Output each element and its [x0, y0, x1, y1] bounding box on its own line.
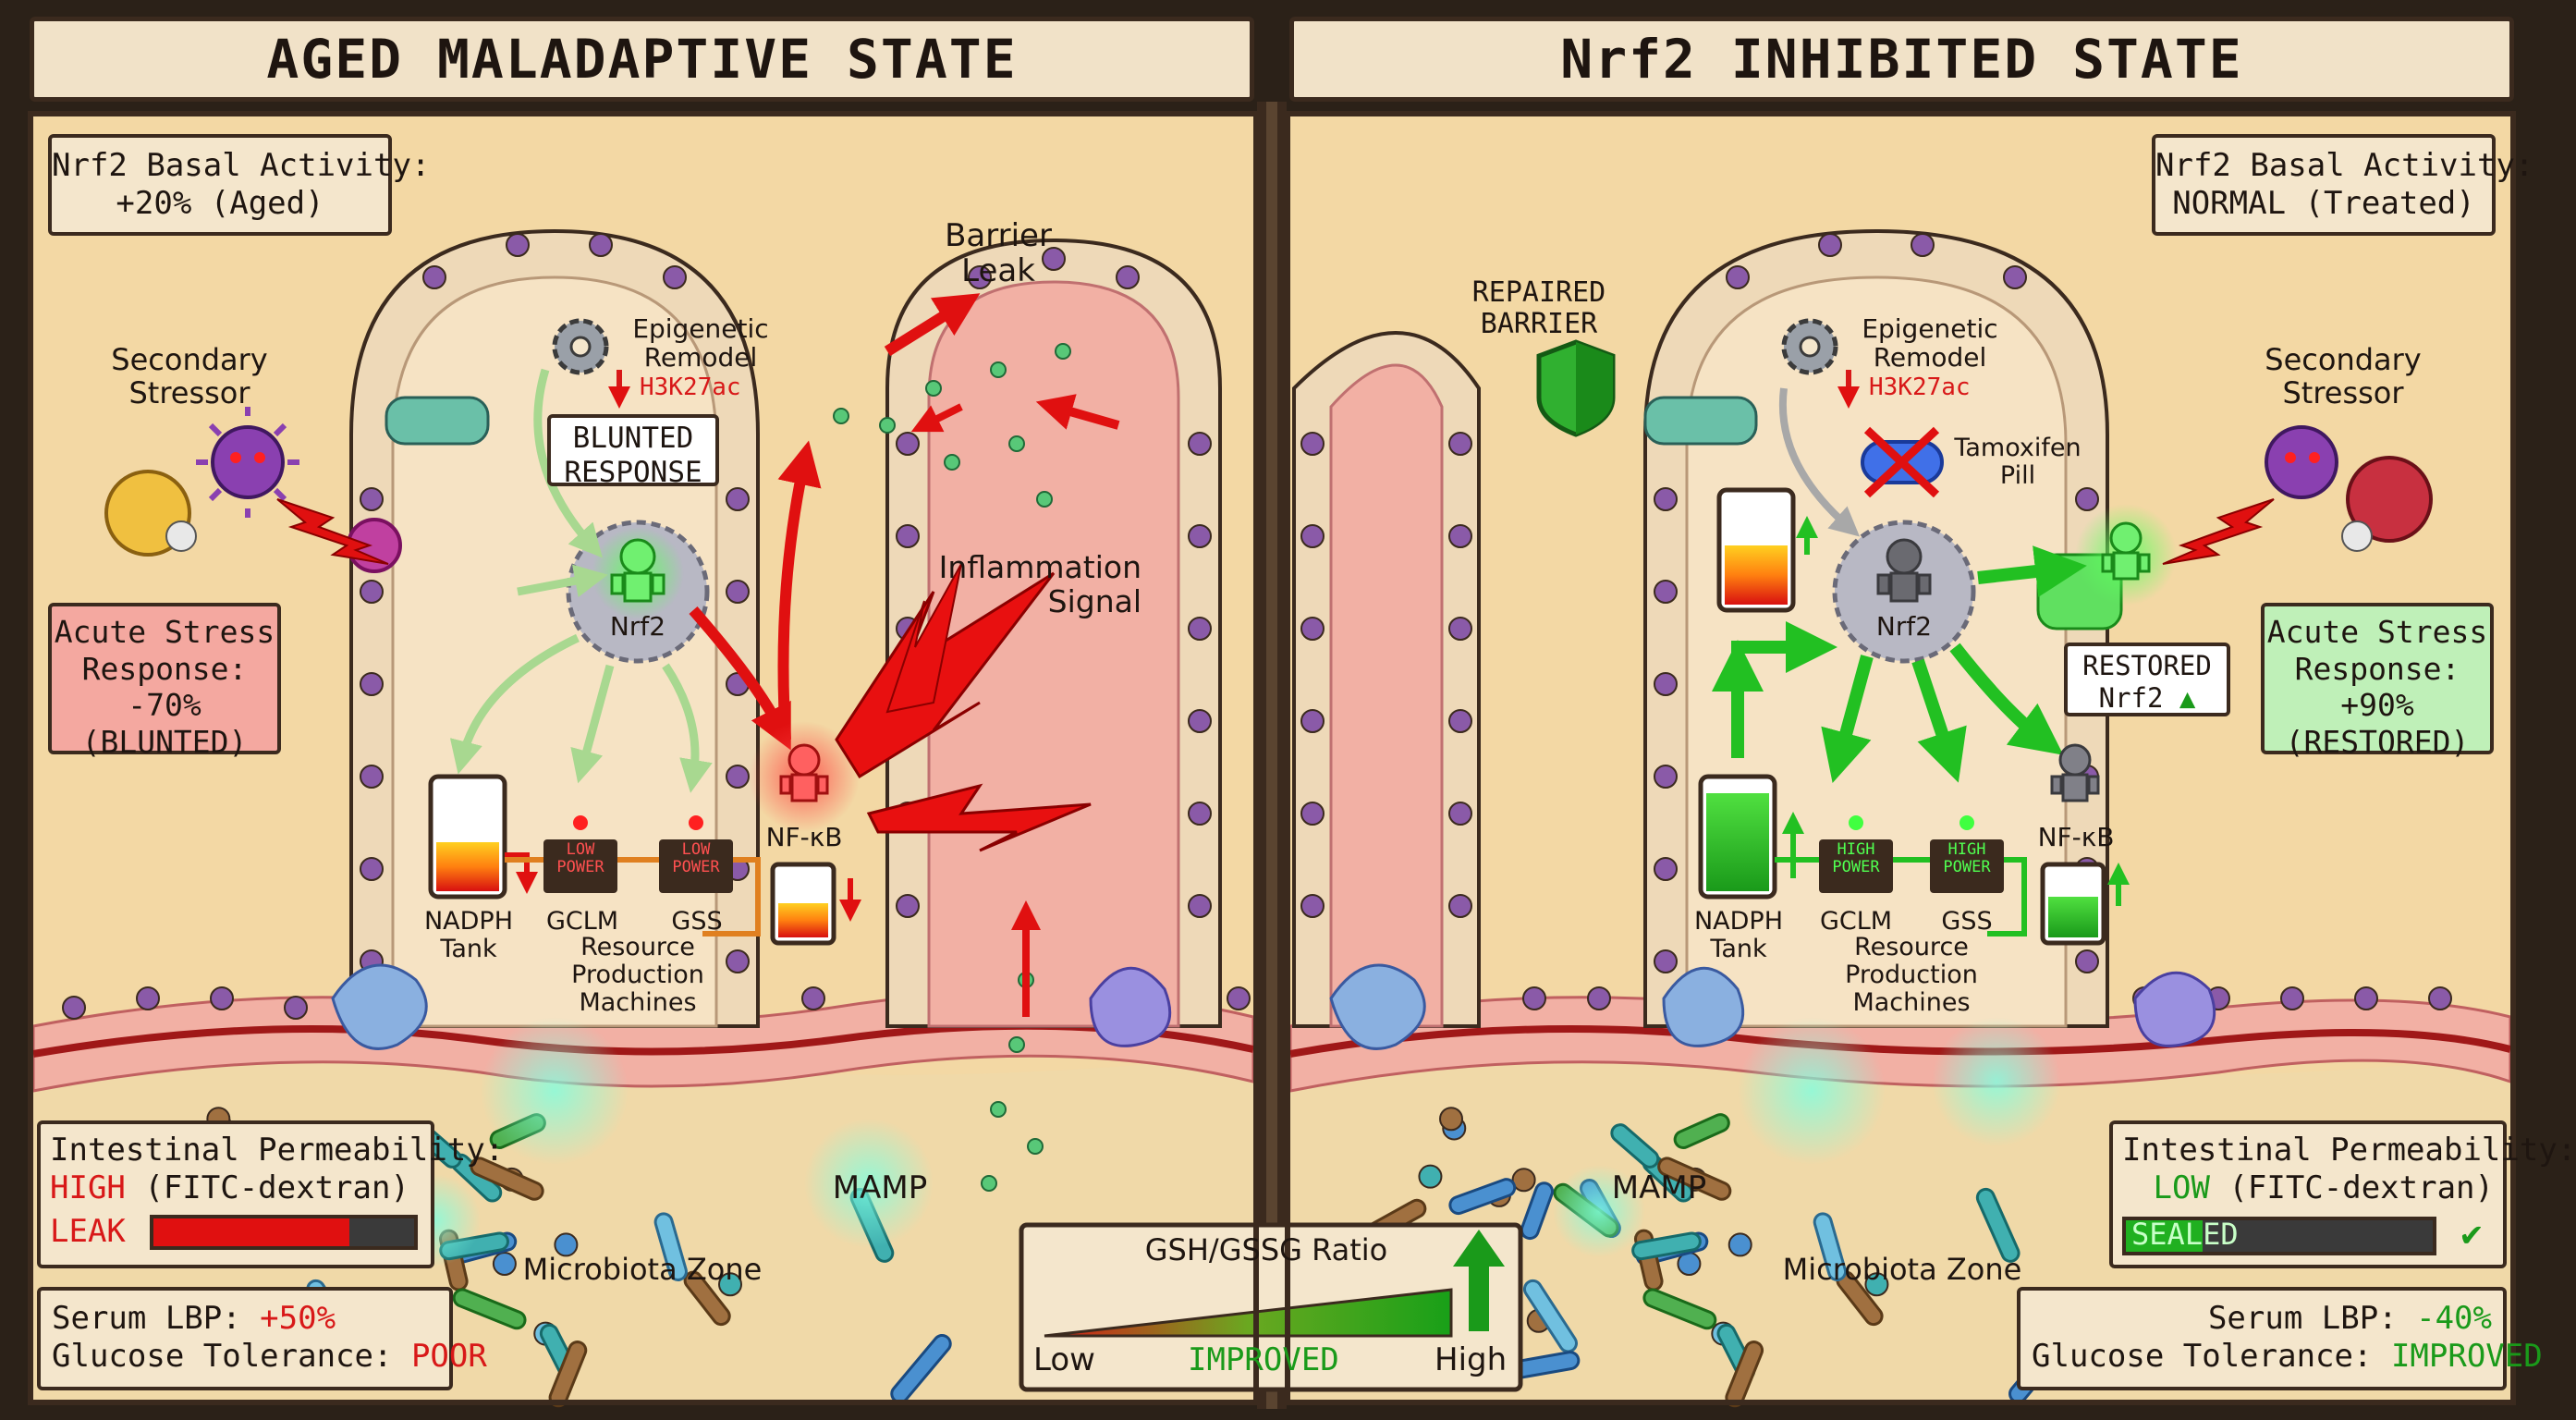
bacterium [452, 1288, 527, 1330]
h3k27ac-label-left: H3K27ac [640, 373, 741, 401]
gclm-label-left: GCLM [545, 907, 619, 936]
bacterium [653, 1212, 688, 1281]
h3k27ac-label-right: H3K27ac [1869, 373, 1971, 401]
gclm-machine-badge-left: LOW POWER [556, 840, 604, 877]
epigenetic-label-right: Epigenetic Remodel [1862, 313, 1998, 373]
nfkb-label-right: NF-κB [2037, 822, 2115, 852]
right-scene [1288, 116, 2512, 1408]
microbiota-label-right: Microbiota Zone [1782, 1252, 2022, 1287]
secondary-stressor-right: Secondary Stressor [2265, 342, 2422, 410]
gclm-label-right: GCLM [1819, 907, 1893, 936]
permeability-box-right: Intestinal Permeability: LOW (FITC-dextr… [2109, 1120, 2576, 1268]
gsh-ratio-improved: IMPROVED [1188, 1341, 1339, 1378]
repaired-barrier-label: REPAIRED BARRIER [1471, 276, 1606, 340]
bacterium [1642, 1288, 1717, 1330]
gclm-machine-badge-right: HIGH POWER [1832, 840, 1880, 877]
bacterium [1439, 1107, 1464, 1132]
inflammation-signal-label: Inflammation Signal [938, 549, 1141, 619]
nrf2-basal-label-left: Nrf2 Basal Activity: [52, 147, 431, 184]
bacterium [1864, 1272, 1889, 1297]
epigenetic-label-left: Epigenetic Remodel [632, 313, 769, 373]
bacterium [1673, 1113, 1730, 1150]
tamoxifen-pill-label: Tamoxifen Pill [1954, 434, 2082, 491]
permeability-bar-left [150, 1215, 419, 1251]
bacterium [1631, 1231, 1702, 1261]
bacterium [1728, 1232, 1752, 1257]
gsh-ratio-title: GSH/GSSG Ratio [1144, 1232, 1388, 1267]
bacterium [554, 1232, 579, 1257]
bacterium [1418, 1164, 1443, 1189]
bacterium [470, 1157, 544, 1201]
acute-stress-box-right: Acute Stress Response: +90% (RESTORED) [2261, 603, 2494, 760]
right-panel-title-bar: Nrf2 INHIBITED STATE [1289, 17, 2514, 102]
bacterium [1511, 1168, 1536, 1193]
barrier-leak-label: Barrier Leak [945, 217, 1052, 290]
gsh-ratio-graphic [1019, 1222, 1523, 1392]
bacterium [1657, 1157, 1732, 1201]
gss-label-left: GSS [671, 907, 723, 936]
bacterium [718, 1272, 743, 1297]
machines-label-right: Resource Production Machines [1845, 933, 1978, 1018]
machines-label-left: Resource Production Machines [571, 933, 704, 1018]
bacterium [1448, 1178, 1517, 1216]
nrf2-label-left: Nrf2 [609, 611, 666, 642]
gss-machine-badge-left: LOW POWER [672, 840, 720, 877]
nrf2-figure-left [610, 538, 665, 603]
right-panel-title: Nrf2 INHIBITED STATE [1560, 28, 2243, 91]
gss-machine-badge-right: HIGH POWER [1943, 840, 1991, 877]
microbiota-label-left: Microbiota Zone [522, 1252, 763, 1287]
nadph-tank-label-left: NADPH Tank [423, 907, 514, 964]
bacterium [1610, 1123, 1660, 1169]
nrf2-basal-value-left: +20% (Aged) [116, 184, 324, 222]
nfkb-label-left: NF-κB [765, 822, 843, 852]
serum-box-right: Serum LBP: -40% Glucose Tolerance: IMPRO… [2017, 1287, 2543, 1390]
secondary-stressor-left: Secondary Stressor [111, 342, 268, 410]
permeability-box-left: Intestinal Permeability: HIGH (FITC-dext… [37, 1120, 504, 1268]
left-panel-title: AGED MALADAPTIVE STATE [266, 28, 1018, 91]
gsh-ratio-high: High [1435, 1341, 1508, 1378]
bacterium [1975, 1187, 2021, 1263]
bacterium [1520, 1181, 1555, 1241]
restored-nrf2-bubble: RESTORED Nrf2 ▲ [2064, 643, 2230, 716]
up-arrow-icon: ▲ [2179, 681, 2196, 714]
acute-stress-box-left: Acute Stress Response: -70% (BLUNTED) [48, 603, 281, 760]
bacterium [548, 1340, 588, 1408]
blunted-response-bubble: BLUNTED RESPONSE [547, 414, 719, 489]
nrf2-label-right: Nrf2 [1875, 611, 1933, 642]
gss-label-right: GSS [1941, 907, 1993, 936]
bacterium [683, 1270, 731, 1327]
gsh-ratio-low: Low [1033, 1341, 1095, 1378]
mamp-label-right: MAMP [1611, 1169, 1707, 1206]
mamp-label-left: MAMP [832, 1169, 928, 1206]
nrf2-basal-box-right: Nrf2 Basal Activity: NORMAL (Treated) [2152, 134, 2533, 236]
bacterium [1522, 1279, 1578, 1353]
bacterium [1813, 1212, 1848, 1281]
nadph-tank-label-right: NADPH Tank [1693, 907, 1784, 964]
permeability-bar-right: SEALED [2122, 1217, 2436, 1256]
bacterium [1725, 1340, 1764, 1408]
serum-box-left: Serum LBP: +50% Glucose Tolerance: POOR [37, 1287, 487, 1390]
left-panel-title-bar: AGED MALADAPTIVE STATE [30, 17, 1254, 102]
nrf2-basal-box-left: Nrf2 Basal Activity: +20% (Aged) [48, 134, 431, 236]
bacterium [492, 1252, 517, 1277]
checkmark-icon: ✔ [2460, 1212, 2483, 1254]
